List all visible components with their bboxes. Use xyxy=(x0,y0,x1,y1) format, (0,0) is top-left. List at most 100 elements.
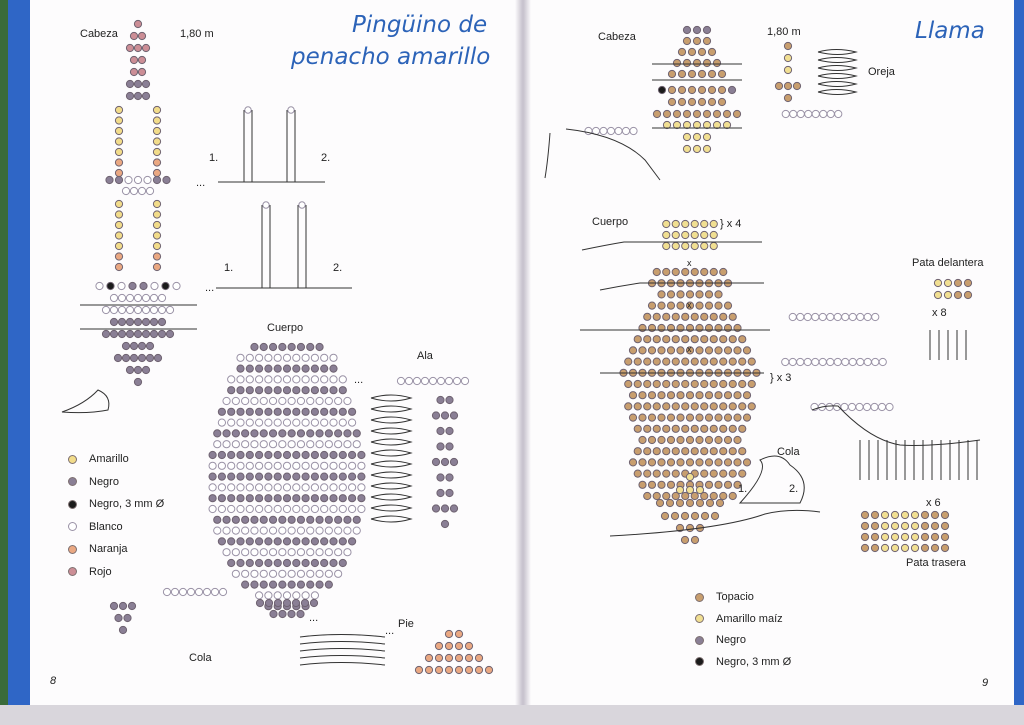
bead xyxy=(315,429,324,438)
bead xyxy=(315,548,324,557)
bead xyxy=(685,346,695,355)
bead xyxy=(709,241,718,251)
bead xyxy=(704,413,714,422)
bead xyxy=(306,580,315,589)
bead xyxy=(287,396,296,406)
bead xyxy=(709,335,718,344)
bead xyxy=(707,97,717,107)
bead xyxy=(259,396,268,406)
bead xyxy=(301,364,310,373)
bead xyxy=(250,429,259,438)
bead xyxy=(676,458,685,467)
bead xyxy=(665,498,675,508)
bead xyxy=(255,483,264,492)
bead xyxy=(245,375,254,384)
bead xyxy=(320,375,329,384)
bead xyxy=(348,483,357,492)
bead xyxy=(700,241,709,251)
bead xyxy=(676,301,685,310)
bead xyxy=(788,357,797,367)
bead xyxy=(728,424,737,433)
bead xyxy=(871,312,880,322)
bead xyxy=(114,175,124,185)
bead xyxy=(629,126,638,136)
bead xyxy=(738,357,747,366)
bead xyxy=(259,580,268,589)
bead xyxy=(811,312,820,322)
bead xyxy=(933,290,943,300)
bead xyxy=(255,386,264,395)
bead xyxy=(862,402,872,412)
bead xyxy=(690,230,699,240)
label-pie: Pie xyxy=(398,618,414,630)
thread-line xyxy=(370,394,413,402)
bead xyxy=(454,629,464,639)
bead xyxy=(152,147,162,157)
bead xyxy=(671,241,680,251)
bead xyxy=(444,641,454,651)
bead xyxy=(301,591,310,600)
bead xyxy=(723,435,733,445)
bead xyxy=(647,323,657,333)
bead-swatch-icon xyxy=(695,657,704,666)
bead xyxy=(149,293,159,303)
bead xyxy=(647,301,657,310)
cover-edge-right xyxy=(1014,0,1024,725)
bead xyxy=(681,357,690,366)
bead xyxy=(732,109,742,119)
bead xyxy=(728,312,737,321)
bead xyxy=(109,305,119,315)
bead xyxy=(676,413,685,422)
bead xyxy=(445,442,454,451)
bead xyxy=(268,429,278,438)
bead xyxy=(818,312,827,322)
bead xyxy=(454,641,464,651)
bead xyxy=(860,543,870,553)
bead xyxy=(424,653,434,663)
bead xyxy=(682,58,692,68)
bead xyxy=(774,81,784,91)
bead xyxy=(320,461,329,470)
bead xyxy=(666,458,676,467)
bead xyxy=(666,346,676,355)
bead xyxy=(231,569,240,578)
bead xyxy=(890,532,900,542)
bead xyxy=(145,186,155,196)
bead xyxy=(338,537,347,546)
bead xyxy=(320,537,329,546)
label-oreja: Oreja xyxy=(868,66,895,78)
bead xyxy=(676,391,685,400)
bead xyxy=(320,494,329,503)
bead xyxy=(444,629,454,639)
bead xyxy=(264,472,273,481)
bead xyxy=(301,537,310,546)
bead xyxy=(152,116,162,125)
bead xyxy=(222,515,231,524)
bead xyxy=(728,335,737,344)
bead xyxy=(127,601,137,611)
bead xyxy=(662,424,671,433)
bead xyxy=(315,342,324,352)
bead xyxy=(310,504,319,514)
bead xyxy=(236,364,245,373)
bead xyxy=(259,440,268,449)
bead xyxy=(301,494,310,503)
bead xyxy=(714,346,723,355)
bead xyxy=(702,58,712,68)
bead xyxy=(474,665,484,675)
bead xyxy=(930,532,940,542)
bead xyxy=(306,548,315,557)
bead xyxy=(695,413,704,422)
bead xyxy=(250,342,259,352)
bead xyxy=(106,281,115,291)
bead xyxy=(259,515,268,524)
bead xyxy=(306,342,315,352)
label-length-left: 1,80 m xyxy=(180,28,214,40)
bead xyxy=(133,377,143,387)
bead xyxy=(681,312,690,321)
bead xyxy=(149,329,159,339)
bead xyxy=(848,357,857,367)
left-legend-item: Rojo xyxy=(68,566,112,578)
bead xyxy=(329,353,338,362)
bead xyxy=(301,472,310,481)
